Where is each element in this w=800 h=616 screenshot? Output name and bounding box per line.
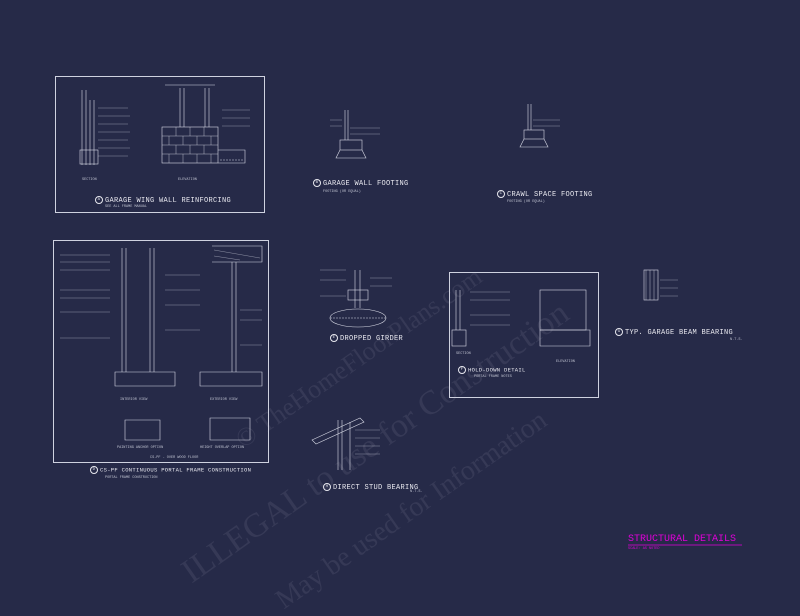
detail-a-mark: A: [95, 196, 103, 204]
detail-d-anchor-label: PAINTING ANCHOR OPTION: [117, 446, 164, 450]
detail-b-subtitle: FOOTING (OR EQUAL): [323, 190, 361, 194]
detail-h-mark: H: [323, 483, 331, 491]
detail-c-title-text: CRAWL SPACE FOOTING: [507, 190, 593, 199]
detail-g-mark: G: [615, 328, 623, 336]
detail-g-subtitle: N.T.S.: [730, 338, 743, 342]
detail-d-frame: [53, 240, 269, 463]
detail-d-exterior-label: EXTERIOR VIEW: [210, 398, 238, 402]
sheet-scale: SCALE: AS NOTED: [628, 547, 660, 551]
detail-a-frame: [55, 76, 265, 213]
detail-d-title-text: CS-PF CONTINUOUS PORTAL FRAME CONSTRUCTI…: [100, 466, 252, 474]
detail-d-subtitle: PORTAL FRAME CONSTRUCTION: [105, 476, 158, 480]
detail-d-interior-label: INTERIOR VIEW: [120, 398, 148, 402]
detail-d-floor-label: CS-PF - OVER WOOD FLOOR: [150, 456, 199, 460]
detail-d-mark: D: [90, 466, 98, 474]
detail-h-subtitle: N.T.S.: [410, 490, 423, 494]
detail-d-overlap-label: HEIGHT OVERLAP OPTION: [200, 446, 245, 450]
detail-e-mark: E: [330, 334, 338, 342]
detail-c-subtitle: FOOTING (OR EQUAL): [507, 200, 545, 204]
detail-a-section-label: SECTION: [82, 178, 97, 182]
detail-f-mark: F: [458, 366, 466, 374]
detail-e-title-text: DROPPED GIRDER: [340, 334, 404, 343]
detail-f-title-text: HOLD-DOWN DETAIL: [468, 366, 526, 374]
detail-f-elevation-label: ELEVATION: [556, 360, 575, 364]
detail-h-title-text: DIRECT STUD BEARING: [333, 483, 419, 492]
detail-g-title-text: TYP. GARAGE BEAM BEARING: [625, 328, 734, 337]
detail-c-mark: C: [497, 190, 505, 198]
detail-a-subtitle: SEE ALL FRAME MANUAL: [105, 205, 148, 209]
sheet-title: STRUCTURAL DETAILS: [628, 534, 737, 545]
detail-f-frame: [449, 272, 599, 398]
detail-f-section-label: SECTION: [456, 352, 471, 356]
detail-b-mark: B: [313, 179, 321, 187]
detail-b-title-text: GARAGE WALL FOOTING: [323, 179, 409, 188]
detail-a-title-text: GARAGE WING WALL REINFORCING: [105, 196, 232, 205]
detail-a-elevation-label: ELEVATION: [178, 178, 197, 182]
cad-linework: [60, 84, 742, 546]
detail-f-subtitle: PORTAL FRAME NOTES: [474, 375, 512, 379]
